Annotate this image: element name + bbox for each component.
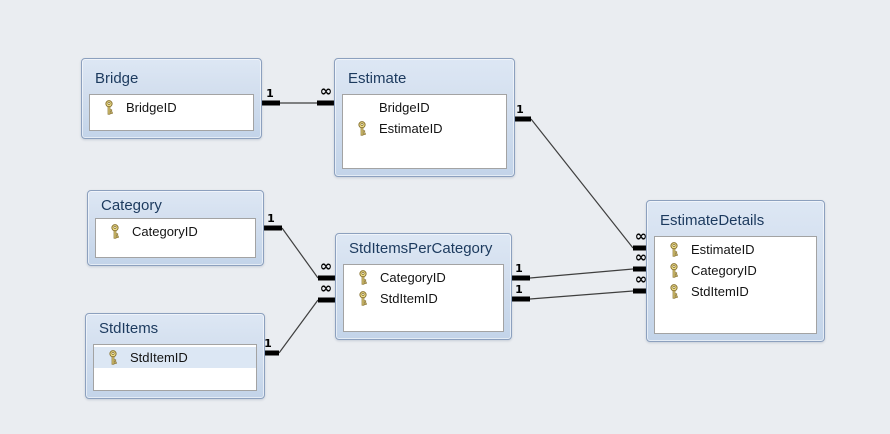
field-name: BridgeID bbox=[379, 100, 430, 115]
field-name: EstimateID bbox=[379, 121, 443, 136]
field-row[interactable]: CategoryID bbox=[344, 267, 503, 288]
field-row[interactable]: StdItemID bbox=[344, 288, 503, 309]
relationship-line[interactable]: 1∞ bbox=[262, 82, 335, 106]
table-title[interactable]: EstimateDetails bbox=[660, 212, 765, 229]
primary-key-icon bbox=[359, 291, 367, 306]
relationship-line[interactable]: 1∞ bbox=[264, 212, 336, 281]
cardinality-many-label: ∞ bbox=[320, 279, 333, 297]
join-line bbox=[278, 299, 319, 354]
key-cell bbox=[358, 291, 380, 306]
table-stditems[interactable]: StdItems StdItemID bbox=[85, 313, 265, 399]
table-title[interactable]: StdItemsPerCategory bbox=[349, 240, 493, 257]
primary-key-icon bbox=[111, 224, 119, 239]
cardinality-one-label: 1 bbox=[264, 337, 272, 350]
field-row[interactable]: EstimateID bbox=[343, 118, 506, 139]
table-title[interactable]: Category bbox=[101, 197, 162, 214]
table-title[interactable]: StdItems bbox=[99, 320, 159, 337]
relationship-line[interactable]: 1∞ bbox=[512, 248, 651, 281]
field-list: CategoryID StdItemID bbox=[343, 264, 504, 332]
primary-key-icon bbox=[358, 121, 366, 136]
join-line bbox=[529, 290, 634, 300]
join-line bbox=[529, 268, 634, 279]
field-name: CategoryID bbox=[380, 270, 446, 285]
field-row[interactable]: StdItemID bbox=[94, 347, 256, 368]
key-cell bbox=[358, 270, 380, 285]
primary-key-icon bbox=[109, 350, 117, 365]
field-list: BridgeID EstimateID bbox=[342, 94, 507, 169]
key-cell bbox=[669, 284, 691, 299]
table-estimatedetails[interactable]: EstimateDetails EstimateID CategoryID St… bbox=[646, 200, 825, 342]
field-list: BridgeID bbox=[89, 94, 254, 131]
cardinality-many-label: ∞ bbox=[320, 82, 333, 100]
table-title[interactable]: Bridge bbox=[95, 70, 139, 87]
table-category[interactable]: Category CategoryID bbox=[87, 190, 264, 266]
field-row[interactable]: CategoryID bbox=[96, 221, 255, 242]
join-line bbox=[281, 227, 319, 279]
field-name: StdItemID bbox=[380, 291, 438, 306]
primary-key-icon bbox=[105, 100, 113, 115]
field-name: CategoryID bbox=[691, 263, 757, 278]
key-cell bbox=[108, 350, 130, 365]
join-line bbox=[530, 118, 634, 249]
field-list: StdItemID bbox=[93, 344, 257, 391]
table-stditemspercategory[interactable]: StdItemsPerCategory CategoryID StdItemID bbox=[335, 233, 512, 340]
table-bridge[interactable]: Bridge BridgeID bbox=[81, 58, 262, 139]
table-estimate[interactable]: Estimate BridgeID EstimateID bbox=[334, 58, 515, 177]
cardinality-one-label: 1 bbox=[267, 212, 275, 225]
cardinality-many-label: ∞ bbox=[320, 257, 333, 275]
relationship-line[interactable]: 1∞ bbox=[513, 103, 651, 251]
key-cell bbox=[110, 224, 132, 239]
field-name: StdItemID bbox=[691, 284, 749, 299]
primary-key-icon bbox=[359, 270, 367, 285]
field-row[interactable]: BridgeID bbox=[90, 97, 253, 118]
field-row[interactable]: CategoryID bbox=[655, 260, 816, 281]
field-name: EstimateID bbox=[691, 242, 755, 257]
field-row[interactable]: StdItemID bbox=[655, 281, 816, 302]
cardinality-many-label: ∞ bbox=[635, 227, 648, 245]
table-title[interactable]: Estimate bbox=[348, 70, 407, 87]
cardinality-one-label: 1 bbox=[515, 262, 523, 275]
relationship-line[interactable]: 1∞ bbox=[512, 270, 651, 302]
key-cell bbox=[669, 263, 691, 278]
field-name: BridgeID bbox=[126, 100, 177, 115]
primary-key-icon bbox=[670, 284, 678, 299]
cardinality-many-label: ∞ bbox=[635, 248, 648, 266]
key-cell bbox=[669, 242, 691, 257]
key-cell bbox=[357, 121, 379, 136]
field-name: StdItemID bbox=[130, 350, 188, 365]
field-row[interactable]: EstimateID bbox=[655, 239, 816, 260]
relationship-line[interactable]: 1∞ bbox=[261, 279, 336, 356]
cardinality-one-label: 1 bbox=[516, 103, 524, 116]
field-list: EstimateID CategoryID StdItemID bbox=[654, 236, 817, 334]
field-name: CategoryID bbox=[132, 224, 198, 239]
cardinality-many-label: ∞ bbox=[635, 270, 648, 288]
cardinality-one-label: 1 bbox=[266, 87, 274, 100]
cardinality-one-label: 1 bbox=[515, 283, 523, 296]
field-list: CategoryID bbox=[95, 218, 256, 258]
primary-key-icon bbox=[670, 263, 678, 278]
field-row[interactable]: BridgeID bbox=[343, 97, 506, 118]
primary-key-icon bbox=[670, 242, 678, 257]
key-cell bbox=[104, 100, 126, 115]
